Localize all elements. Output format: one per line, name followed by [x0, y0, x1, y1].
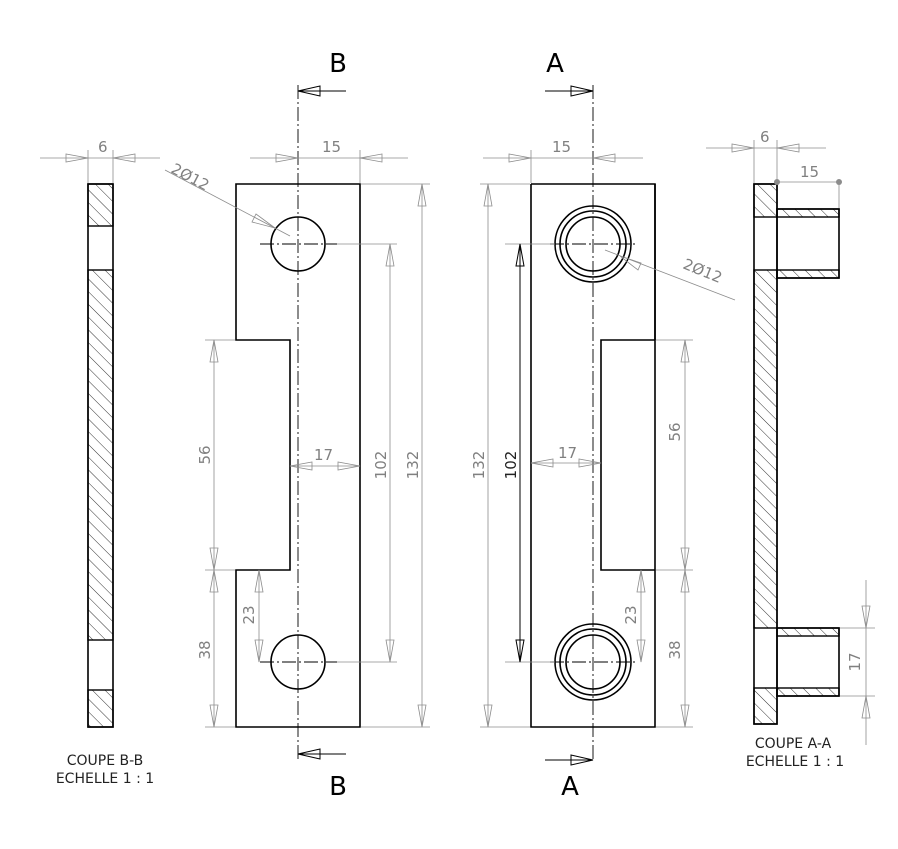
dim-front2-hole-spacing: 102: [502, 451, 520, 480]
dim-front2-total-height: 132: [470, 451, 488, 480]
dim-front1-holes: 2Ø12: [168, 160, 212, 195]
dim-front1-hole-offset: 23: [240, 605, 258, 624]
caption-coupe-aa: COUPE A-A: [755, 736, 832, 752]
section-view-bb: 6: [40, 138, 160, 728]
dim-front2-holes: 2Ø12: [681, 255, 725, 287]
front-view-2: A A 15 2Ø12 132 102 17: [470, 49, 736, 802]
section-label-a-top: A: [546, 49, 564, 79]
dim-aa-boss-diameter: 17: [846, 652, 864, 671]
dim-front1-notch-height: 56: [196, 445, 214, 464]
dim-aa-boss-length: 15: [800, 163, 819, 181]
dim-front1-offset: 15: [322, 138, 341, 156]
section-view-aa: 6 15 17: [706, 128, 875, 745]
caption-echelle-bb: ECHELLE 1 : 1: [56, 771, 154, 787]
section-label-b-top: B: [329, 49, 347, 79]
front-view-1: B B 15 2Ø12 56 38 23: [164, 49, 430, 802]
section-label-a-bottom: A: [561, 772, 579, 802]
dim-front2-offset: 15: [552, 138, 571, 156]
dim-front1-lower-height: 38: [196, 640, 214, 659]
caption-coupe-bb: COUPE B-B: [67, 753, 144, 769]
dim-bb-thickness: 6: [98, 138, 108, 156]
dim-front1-hole-spacing: 102: [372, 451, 390, 480]
dim-front2-hole-offset: 23: [622, 605, 640, 624]
dim-front2-lower-height: 38: [666, 640, 684, 659]
section-label-b-bottom: B: [329, 772, 347, 802]
dim-front1-total-height: 132: [404, 451, 422, 480]
caption-echelle-aa: ECHELLE 1 : 1: [746, 754, 844, 770]
dim-front1-notch-depth: 17: [314, 446, 333, 464]
dim-front2-notch-depth: 17: [558, 444, 577, 462]
dim-aa-thickness: 6: [760, 128, 770, 146]
dim-front2-notch-height: 56: [666, 422, 684, 441]
